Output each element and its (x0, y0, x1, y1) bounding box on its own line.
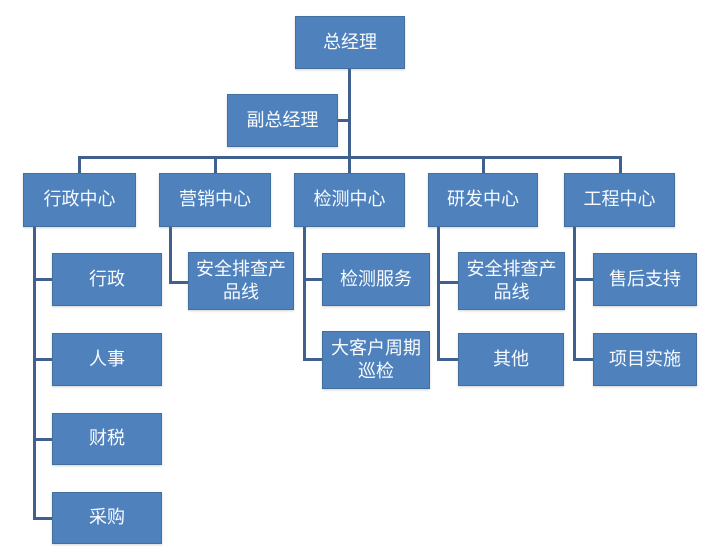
node-label: 营销中心 (179, 189, 251, 211)
node-testing-center[interactable]: 检测中心 (294, 173, 405, 227)
node-label: 安全排查产品线 (466, 258, 557, 303)
connector-elbow-finance-tax (33, 438, 52, 441)
node-general-manager[interactable]: 总经理 (295, 16, 405, 69)
connector-stub-marketing-center (214, 156, 217, 173)
connector-elbow-procurement (33, 517, 52, 520)
node-rd-security-inspection-product-line[interactable]: 安全排查产品线 (458, 252, 565, 310)
node-label: 检测服务 (340, 268, 412, 290)
node-other[interactable]: 其他 (458, 333, 564, 386)
connector-hang-engineering-center (573, 227, 576, 361)
node-label: 副总经理 (246, 109, 319, 131)
connector-deputy-stub (338, 119, 350, 122)
node-marketing-security-inspection-product-line[interactable]: 安全排查产品线 (188, 252, 294, 310)
node-label: 大客户周期巡检 (331, 337, 421, 382)
connector-elbow-admin (33, 278, 52, 281)
connector-elbow-other (437, 358, 458, 361)
node-finance-tax[interactable]: 财税 (52, 413, 162, 465)
connector-stub-admin-center (78, 156, 81, 173)
node-label: 行政 (89, 268, 125, 290)
node-admin[interactable]: 行政 (52, 253, 162, 306)
node-testing-service[interactable]: 检测服务 (322, 253, 430, 306)
connector-elbow-rd-product-line (437, 281, 458, 284)
node-hr[interactable]: 人事 (52, 333, 162, 386)
connector-elbow-hr (33, 358, 52, 361)
node-label: 行政中心 (43, 189, 116, 211)
node-procurement[interactable]: 采购 (52, 492, 162, 544)
node-label: 财税 (89, 428, 125, 450)
node-label: 人事 (89, 348, 125, 370)
node-label: 售后支持 (609, 268, 681, 290)
node-label: 工程中心 (583, 189, 656, 211)
node-marketing-center[interactable]: 营销中心 (159, 173, 271, 227)
connector-elbow-project-implementation (573, 358, 593, 361)
node-engineering-center[interactable]: 工程中心 (564, 173, 675, 227)
connector-hang-admin-center (33, 227, 36, 520)
node-label: 总经理 (323, 31, 377, 53)
node-label: 研发中心 (447, 189, 519, 211)
node-label: 项目实施 (609, 348, 681, 370)
node-label: 检测中心 (313, 189, 386, 211)
connector-stub-rd-center (482, 156, 485, 173)
node-admin-center[interactable]: 行政中心 (23, 173, 136, 227)
connector-stub-engineering-center (619, 156, 622, 173)
node-label: 采购 (89, 507, 125, 529)
node-label: 安全排查产品线 (196, 258, 286, 303)
connector-hang-marketing-center (169, 227, 172, 284)
connector-elbow-marketing-product-line (169, 281, 188, 284)
node-rd-center[interactable]: 研发中心 (428, 173, 538, 227)
connector-elbow-testing-service (303, 278, 322, 281)
node-after-sales-support[interactable]: 售后支持 (593, 253, 697, 306)
connector-elbow-key-account-inspection (303, 358, 322, 361)
connector-elbow-after-sales (573, 278, 593, 281)
connector-hang-testing-center (303, 227, 306, 361)
node-project-implementation[interactable]: 项目实施 (593, 333, 697, 386)
node-deputy-general-manager[interactable]: 副总经理 (227, 94, 338, 147)
connector-rail (78, 156, 622, 159)
connector-hang-rd-center (437, 227, 440, 361)
node-key-account-periodic-inspection[interactable]: 大客户周期巡检 (322, 331, 430, 389)
node-label: 其他 (493, 348, 529, 370)
